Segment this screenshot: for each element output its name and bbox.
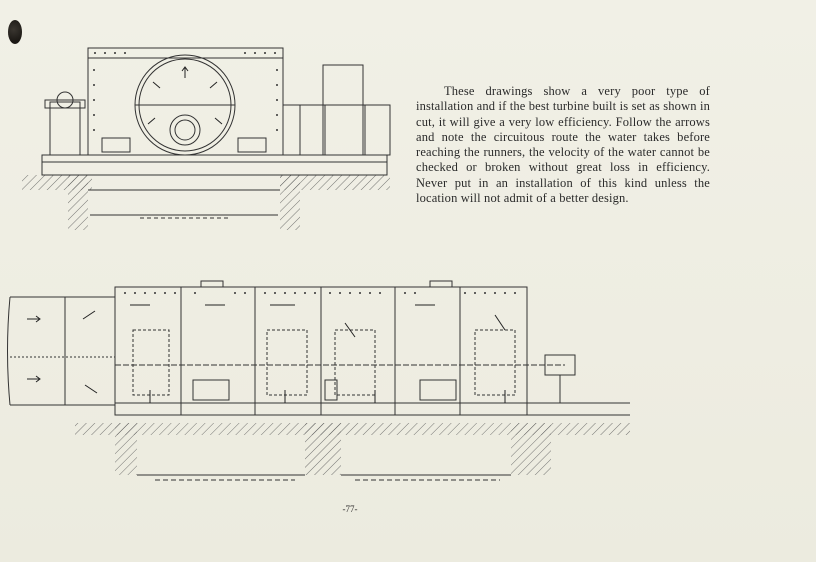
binding-hole [8,20,22,44]
top-turbine-drawing [10,40,400,240]
caption-text: These drawings show a very poor type of … [416,84,710,206]
page-number: -77- [342,504,358,514]
bottom-turbine-drawing [5,275,635,495]
caption-paragraph: These drawings show a very poor type of … [416,84,710,206]
